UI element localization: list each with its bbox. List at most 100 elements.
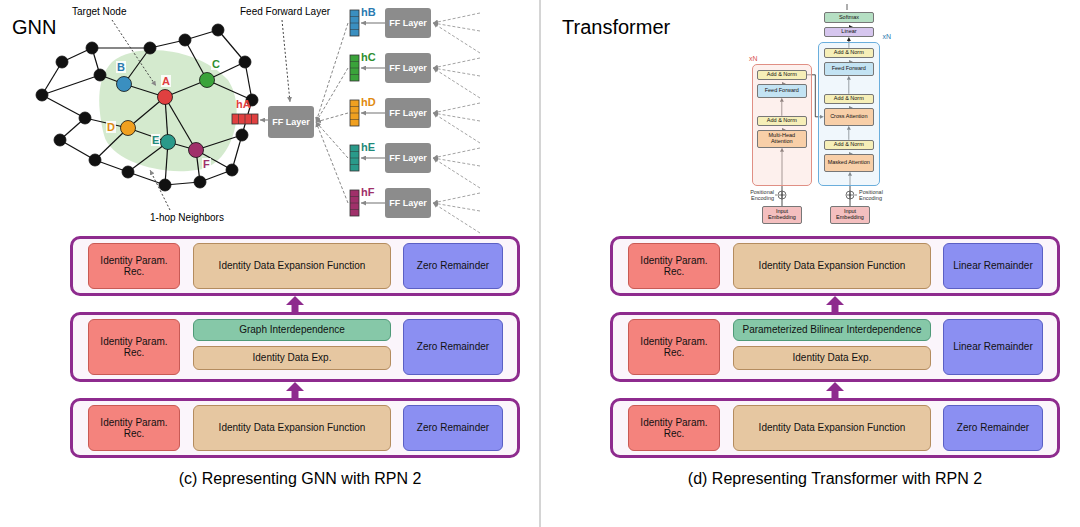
rpn-layer: Identity Param. Rec. Identity Data Expans… [610,398,1060,458]
node-label: Cross Attention [830,114,867,120]
annotation: Target Node [72,6,126,17]
param-rec-box: Identity Param. Rec. [88,319,180,375]
node-label: Add & Norm [767,118,797,124]
graph-node [89,154,101,166]
node-label: Linear [841,29,856,35]
vector [350,145,359,171]
node-label: Identity Param. Rec. [633,417,715,440]
arrow [433,148,480,158]
vector-cell [350,119,359,120]
layer-arrow [832,305,839,312]
annotation: B [116,61,126,73]
vector-cell [350,151,359,152]
annotation: 1-hop Neighbors [150,212,224,223]
graph-node [56,56,68,68]
node-label: Identity Data Expansion Function [219,260,366,272]
annotation: F [202,158,211,170]
block-box: Add & Norm [757,116,807,126]
vector-cell [350,106,359,107]
node-label: Linear Remainder [953,341,1033,353]
node-label: Add & Norm [834,96,864,102]
node-label: Identity Param. Rec. [633,255,715,278]
layer-arrow [292,305,299,312]
arrow [316,113,348,122]
arrow [433,113,480,143]
node-label: Add & Norm [834,142,864,148]
graph-node [161,135,176,150]
node-label: Identity Data Expansion Function [759,260,906,272]
node-label: Add & Norm [767,72,797,78]
annotation: Feed Forward Layer [240,6,330,17]
layer-arrow [292,391,299,398]
node-label: Feed Forward [765,88,799,94]
vector-cell [350,196,359,197]
arrow [361,202,385,203]
param-rec-box: Identity Param. Rec. [628,405,720,451]
node-label: Identity Param. Rec. [93,336,175,359]
remainder-box: Zero Remainder [403,319,503,375]
graph-node [79,112,91,124]
block-box: Add & Norm [824,140,874,150]
param-rec-box: Identity Param. Rec. [88,243,180,289]
data-expansion-box: Identity Data Expansion Function [193,243,391,289]
annotation: C [211,58,221,70]
ff-layer-box: FF Layer [385,143,431,173]
data-expansion-box: Identity Data Exp. [193,346,391,370]
remainder-box: Linear Remainder [943,243,1043,289]
caption: (d) Representing Transformer with RPN 2 [600,470,1070,488]
param-rec-box: Identity Param. Rec. [628,243,720,289]
arrow [433,103,480,113]
arrow [361,22,385,23]
block-box: Add & Norm [824,94,874,104]
block-box: Multi-Head Attention [757,130,807,148]
block-box: Input Embedding [762,206,802,224]
node-label: Input Embedding [832,209,868,221]
arrow [433,13,480,23]
node-label: Identity Data Expansion Function [759,422,906,434]
node-label: Identity Param. Rec. [93,417,175,440]
graph-node [239,56,251,68]
graph-node [94,69,106,81]
graph-node [189,143,204,158]
data-expansion-box: Identity Data Expansion Function [733,405,931,451]
node-label: Identity Param. Rec. [633,336,715,359]
neighbor-region [99,50,236,171]
arrow [361,112,385,113]
vector [350,55,359,81]
remainder-box: Zero Remainder [403,405,503,451]
node-label: FF Layer [272,117,310,127]
remainder-box: Zero Remainder [403,243,503,289]
ha-vector [232,114,268,124]
annotation: Positional Encoding [859,189,899,201]
annotation: hE [361,141,375,153]
annotation: Positional Encoding [734,189,774,201]
repeat-count: xN [882,33,891,40]
leader-line [150,170,170,210]
block-box: Linear [824,27,874,37]
block-box: Feed Forward [824,62,874,76]
node-label: Softmax [839,15,859,21]
node-label: Multi-Head Attention [759,133,805,145]
node-label: Linear Remainder [953,260,1033,272]
arrow [316,23,348,122]
block-box: Masked Attention [824,154,874,172]
arrow [316,122,348,158]
data-expansion-box: Identity Data Exp. [733,346,931,370]
annotation: hF [361,186,374,198]
node-label: FF Layer [389,63,427,73]
arrow [433,23,480,53]
graph-edge [92,47,150,48]
node-label: Identity Data Exp. [793,352,872,364]
panel-divider [540,0,541,527]
encoder-stack: xNAdd & NormFeed ForwardAdd & NormMulti-… [752,64,812,186]
ff-layer-box: FF Layer [385,98,431,128]
graph-node [212,24,224,36]
vector-cell [350,74,359,75]
panel-title: Transformer [562,16,670,38]
block-box: Feed Forward [757,84,807,98]
annotation: hD [361,96,376,108]
graph-edge [42,75,100,95]
arrow [316,68,348,122]
caption: (c) Representing GNN with RPN 2 [60,470,540,488]
repeat-count: xN [749,55,758,62]
